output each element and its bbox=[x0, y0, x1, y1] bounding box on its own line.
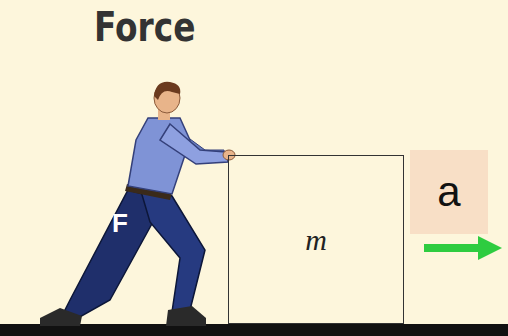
node-text: a bbox=[437, 168, 460, 216]
acceleration-arrow bbox=[424, 236, 502, 260]
mass-box: m bbox=[228, 155, 404, 324]
force-label: F bbox=[112, 208, 128, 239]
title-text: Force bbox=[94, 4, 195, 50]
man-figure bbox=[40, 82, 235, 326]
node-text: m bbox=[305, 223, 327, 257]
acceleration-patch: a bbox=[410, 150, 488, 234]
